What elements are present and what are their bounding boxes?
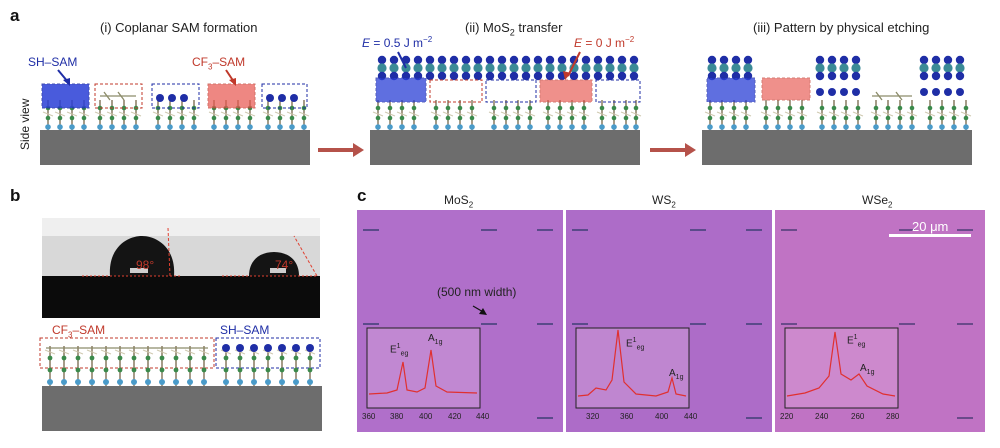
panel-b-schematic <box>39 337 322 431</box>
process-arrow-2 <box>650 143 696 157</box>
wse2-peak2-label: A1g <box>860 363 875 376</box>
step-title-1: (i) Coplanar SAM formation <box>100 20 258 35</box>
mos2-xtick-4: 420 <box>448 412 462 421</box>
wse2-peak1-label: E1eg <box>847 334 866 349</box>
panel-a-letter: a <box>10 6 20 25</box>
mos2-layer-ii <box>377 55 639 81</box>
ws2-peak1-label: E1eg <box>626 337 645 352</box>
mos2-xtick-1: 360 <box>362 412 376 421</box>
mos2-xtick-3: 400 <box>419 412 433 421</box>
ws2-xtick-1: 320 <box>586 412 600 421</box>
contact-angle-photo <box>42 218 320 318</box>
width-annotation: (500 nm width) <box>437 285 517 299</box>
wse2-xtick-4: 280 <box>886 412 900 421</box>
micrograph-wse2 <box>775 210 985 432</box>
wse2-xtick-2: 240 <box>815 412 829 421</box>
step-title-3: (iii) Pattern by physical etching <box>753 20 930 35</box>
process-arrow-1 <box>318 143 364 157</box>
mos2-xtick-5: 440 <box>476 412 490 421</box>
micro-title-wse2: WSe2 <box>862 193 893 210</box>
ws2-xtick-3: 400 <box>655 412 669 421</box>
angle-left: 98° <box>136 258 155 272</box>
cf3-sam-label-a: CF3–SAM <box>192 55 246 72</box>
wse2-xtick-3: 260 <box>851 412 865 421</box>
ws2-xtick-2: 360 <box>620 412 634 421</box>
micrograph-mos2 <box>357 210 563 432</box>
panel-a-schematic <box>40 51 972 165</box>
sh-sam-label-b: SH–SAM <box>220 323 270 337</box>
step-title-2: (ii) MoS2 transfer <box>465 20 563 38</box>
mos2-peak2-label: A1g <box>428 333 443 346</box>
ws2-peak2-label: A1g <box>669 368 684 381</box>
scale-bar-label: 20 μm <box>912 219 949 234</box>
energy-red-label: E = 0 J m−2 <box>574 35 635 50</box>
sh-sam-label-a: SH–SAM <box>28 55 78 69</box>
cf3-sam-label-b: CF3–SAM <box>52 323 106 340</box>
angle-right: 74° <box>275 258 294 272</box>
wse2-xtick-1: 220 <box>780 412 794 421</box>
energy-blue-label: E = 0.5 J m−2 <box>362 35 433 50</box>
mos2-peak1-label: E1eg <box>390 343 409 358</box>
panel-c-letter: c <box>357 186 367 205</box>
micro-title-ws2: WS2 <box>652 193 676 210</box>
panel-b-letter: b <box>10 186 21 205</box>
ws2-xtick-4: 440 <box>684 412 698 421</box>
sam-layer-2 <box>372 99 642 131</box>
mos2-xtick-2: 380 <box>390 412 404 421</box>
mos2-layer-iii <box>707 55 965 81</box>
micro-title-mos2: MoS2 <box>444 193 474 210</box>
micrograph-ws2 <box>566 210 772 432</box>
sam-layer-3 <box>704 99 972 131</box>
